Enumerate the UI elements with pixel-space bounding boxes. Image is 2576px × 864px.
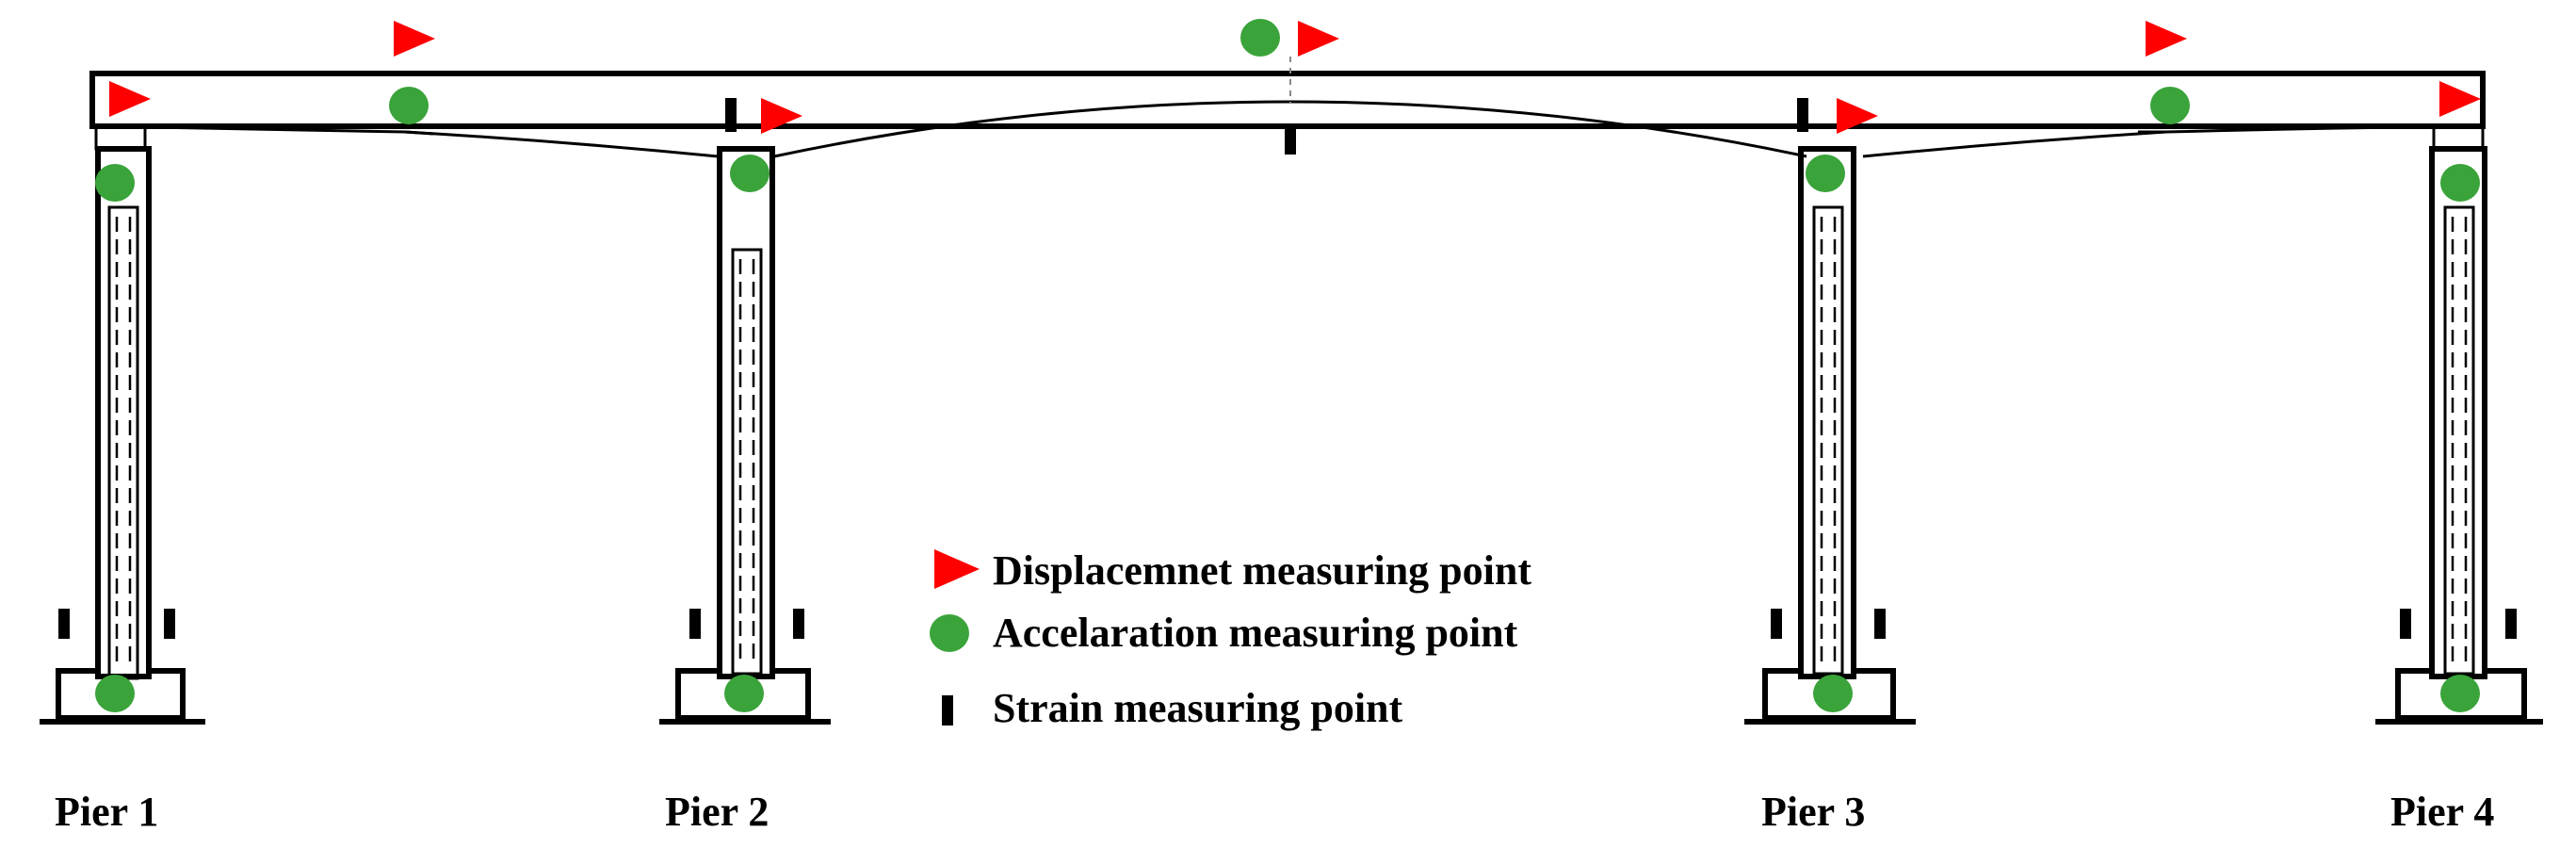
green-dot-icon bbox=[389, 87, 429, 124]
black-bar-icon bbox=[1771, 609, 1782, 639]
red-flag-icon bbox=[1298, 21, 1339, 57]
pier-label: Pier 3 bbox=[1761, 789, 1865, 835]
black-bar-icon bbox=[58, 609, 70, 639]
acceleration-markers bbox=[95, 19, 2480, 712]
legend-item-strain: Strain measuring point bbox=[942, 685, 1403, 731]
green-dot-icon bbox=[95, 675, 135, 712]
green-dot-icon bbox=[2150, 87, 2190, 124]
black-bar-icon bbox=[1874, 609, 1886, 639]
pier-4-structure bbox=[2375, 124, 2543, 725]
black-bar-icon bbox=[1797, 98, 1808, 132]
red-flag-icon bbox=[2439, 81, 2481, 117]
pier-label: Pier 1 bbox=[55, 789, 158, 835]
red-flag-icon bbox=[1837, 98, 1878, 134]
green-dot-icon bbox=[1240, 19, 1280, 57]
black-bar-icon bbox=[2400, 609, 2411, 639]
legend-label-strain: Strain measuring point bbox=[993, 685, 1403, 731]
legend-label-displacement: Displacemnet measuring point bbox=[993, 547, 1531, 594]
green-dot-icon bbox=[730, 155, 770, 192]
pier-3-structure bbox=[1744, 146, 1916, 725]
legend-item-displacement: Displacemnet measuring point bbox=[934, 547, 1531, 594]
black-bar-icon bbox=[725, 98, 737, 132]
green-dot-icon bbox=[930, 614, 969, 652]
red-flag-icon bbox=[2146, 21, 2187, 57]
legend-item-acceleration: Accelaration measuring point bbox=[930, 610, 1518, 656]
green-dot-icon bbox=[1806, 155, 1845, 192]
green-dot-icon bbox=[2440, 164, 2480, 202]
green-dot-icon bbox=[1813, 675, 1853, 712]
green-dot-icon bbox=[95, 164, 135, 202]
black-bar-icon bbox=[1285, 126, 1296, 155]
pier-1-structure bbox=[40, 124, 205, 725]
pier-2-structure bbox=[659, 146, 831, 725]
black-bar-icon bbox=[2505, 609, 2517, 639]
legend: Displacemnet measuring point Accelaratio… bbox=[930, 547, 1531, 731]
pier-label: Pier 2 bbox=[665, 789, 769, 835]
pier-label: Pier 4 bbox=[2390, 789, 2494, 835]
red-flag-icon bbox=[109, 81, 151, 117]
red-flag-icon bbox=[934, 549, 980, 589]
displacement-markers bbox=[109, 21, 2481, 134]
red-flag-icon bbox=[761, 98, 802, 134]
black-bar-icon bbox=[942, 695, 953, 725]
green-dot-icon bbox=[724, 675, 764, 712]
black-bar-icon bbox=[164, 609, 175, 639]
black-bar-icon bbox=[793, 609, 804, 639]
pier-labels: Pier 1 Pier 2 Pier 3 Pier 4 bbox=[55, 789, 2494, 835]
red-flag-icon bbox=[394, 21, 435, 57]
black-bar-icon bbox=[689, 609, 701, 639]
green-dot-icon bbox=[2440, 675, 2480, 712]
strain-markers bbox=[58, 98, 2517, 639]
legend-label-acceleration: Accelaration measuring point bbox=[993, 610, 1518, 656]
